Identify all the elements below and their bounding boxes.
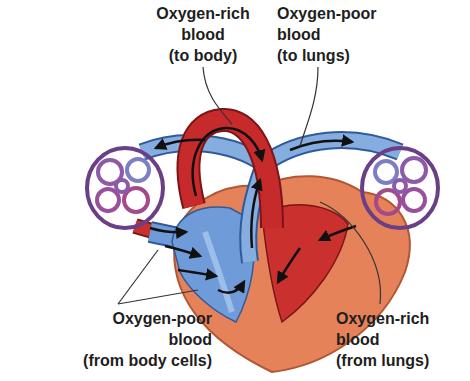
- callout-label: Oxygen-poor blood (from body cells): [40, 308, 212, 371]
- lung-capillaries-right: [362, 148, 438, 228]
- callout-label: Oxygen-poor blood (to lungs): [277, 3, 407, 66]
- callout-label: Oxygen-rich blood (from lungs): [336, 308, 464, 371]
- callout-label: Oxygen-rich blood (to body): [140, 3, 266, 66]
- flow-arrow: [150, 128, 356, 293]
- chamber-highlight: [205, 232, 232, 312]
- leader-line: [118, 67, 381, 304]
- aorta: [189, 120, 272, 228]
- lung-capillaries-left: [87, 148, 163, 228]
